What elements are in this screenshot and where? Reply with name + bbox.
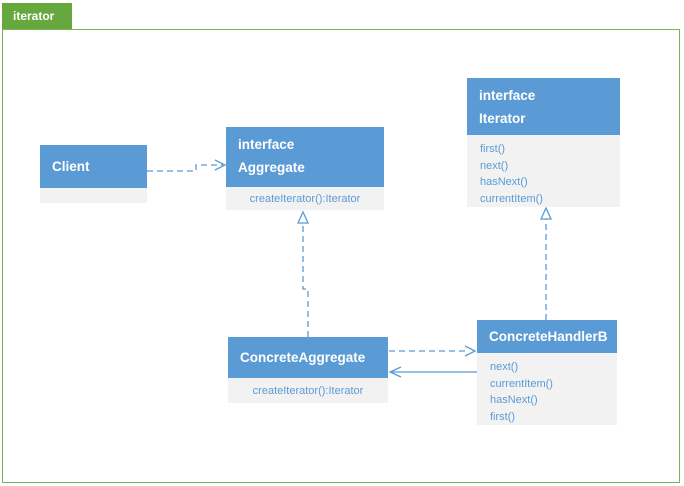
member-label: createIterator():Iterator — [252, 384, 364, 397]
class-title: ConcreteAggregate — [228, 337, 388, 378]
member-label: currentItem() — [480, 192, 543, 205]
class-title: Client — [40, 145, 147, 188]
class-members: createIterator():Iterator — [228, 378, 388, 403]
member-label: hasNext() — [480, 176, 528, 188]
class-box-concrete-aggregate[interactable]: ConcreteAggregate createIterator():Itera… — [228, 337, 388, 403]
class-name-label: ConcreteAggregate — [240, 350, 366, 365]
class-title: interface Aggregate — [226, 127, 384, 187]
class-box-iterator[interactable]: interface Iterator first() next() hasNex… — [467, 78, 620, 207]
class-box-client[interactable]: Client — [40, 145, 147, 203]
member-label: createIterator():Iterator — [249, 192, 361, 205]
class-stereotype-label: interface — [479, 88, 536, 103]
class-members: first() next() hasNext() currentItem() — [467, 135, 620, 207]
class-title: interface Iterator — [467, 78, 620, 135]
association-arrow-concretehandlerb-to-concreteaggregate[interactable] — [388, 366, 477, 378]
class-box-concrete-handler-b[interactable]: ConcreteHandlerB next() currentItem() ha… — [477, 320, 617, 425]
class-name-label: ConcreteHandlerB — [489, 329, 608, 344]
member-label: currentItem() — [490, 377, 553, 390]
dependency-arrow-client-to-aggregate[interactable] — [147, 159, 227, 172]
member-label: next() — [490, 361, 519, 373]
class-stereotype-label: interface — [238, 137, 295, 152]
diagram-frame-border — [2, 29, 680, 483]
class-title: ConcreteHandlerB — [477, 320, 617, 353]
dependency-arrow-concreteaggregate-to-concretehandlerb[interactable] — [389, 345, 477, 357]
class-members-empty — [40, 188, 147, 203]
class-box-aggregate[interactable]: interface Aggregate createIterator():Ite… — [226, 127, 384, 210]
class-members: createIterator():Iterator — [226, 187, 384, 210]
class-members: next() currentItem() hasNext() first() — [477, 353, 617, 425]
class-name-label: Iterator — [479, 111, 526, 126]
class-name-label: Client — [52, 159, 90, 174]
diagram-tab[interactable]: iterator — [2, 3, 72, 29]
member-label: first() — [490, 410, 516, 423]
member-label: hasNext() — [490, 394, 538, 406]
class-name-label: Aggregate — [238, 160, 305, 175]
diagram-tab-label: iterator — [13, 9, 55, 23]
member-label: next() — [480, 159, 509, 172]
member-label: first() — [480, 143, 506, 155]
